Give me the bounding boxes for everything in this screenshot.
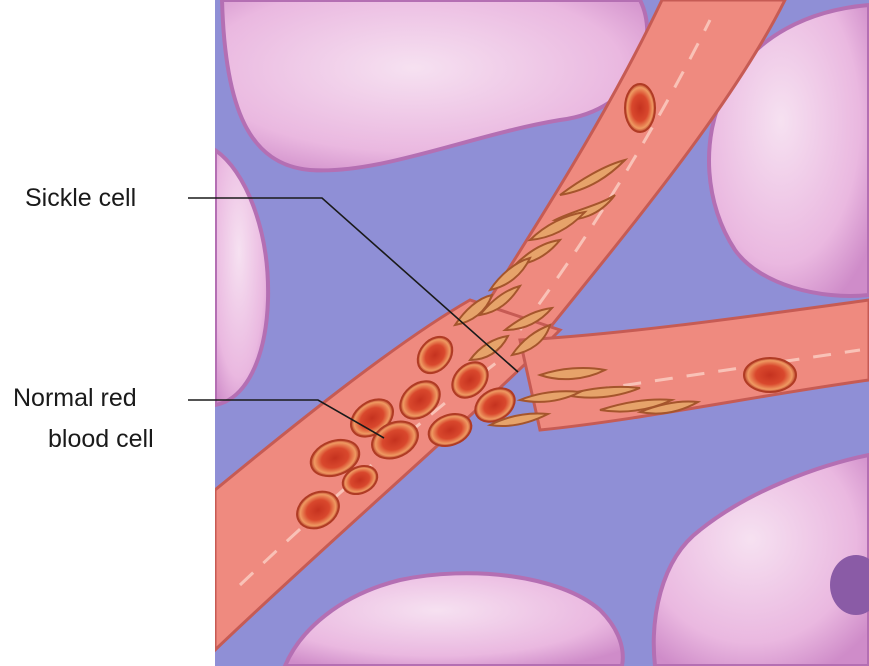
- rbc: [625, 84, 655, 132]
- label-normal-rbc-line2: blood cell: [48, 425, 154, 453]
- rbc: [744, 358, 796, 392]
- illustration-panel: [215, 0, 869, 666]
- label-normal-rbc-line1: Normal red: [13, 384, 137, 412]
- label-sickle-cell: Sickle cell: [25, 184, 136, 212]
